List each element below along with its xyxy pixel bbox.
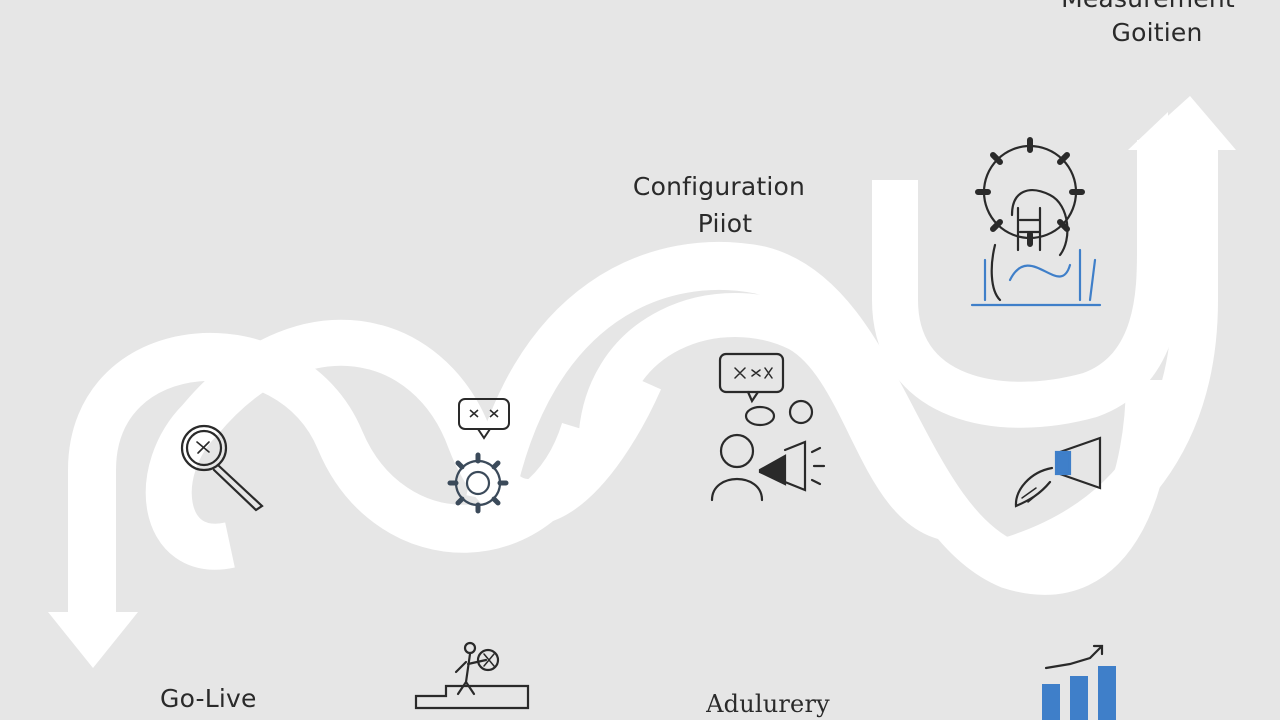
- stage-label-advocacy: Adulurery: [706, 690, 830, 718]
- stairs-climber-icon: [414, 641, 530, 710]
- gear-head-icon: [970, 137, 1102, 307]
- path-outer-arm: [1002, 140, 1218, 582]
- up-arrow-head-secondary: [1128, 112, 1168, 150]
- path-rising-u: [872, 140, 1183, 428]
- bar-chart-growth-icon: [1042, 644, 1116, 720]
- journey-path: [68, 140, 1218, 615]
- down-arrow-head: [48, 612, 138, 668]
- stage-label-configuration: Configuration: [632, 172, 806, 201]
- path-second-loop: [145, 319, 662, 570]
- speech-bubble-icon: [458, 398, 510, 440]
- stage-label-configuration-sub: Piiot: [697, 209, 753, 238]
- gear-icon: [447, 452, 509, 514]
- stage-label-measurement-sub: Goitien: [1111, 18, 1203, 47]
- megaphone-icon: [1014, 436, 1102, 508]
- stage-label-measurement: Measurement: [1061, 0, 1235, 11]
- team-meeting-icon: [710, 352, 826, 502]
- stage-label-golive: Go-Live: [160, 684, 257, 713]
- magnifier-icon: [180, 424, 264, 512]
- path-inner-loop: [578, 293, 963, 542]
